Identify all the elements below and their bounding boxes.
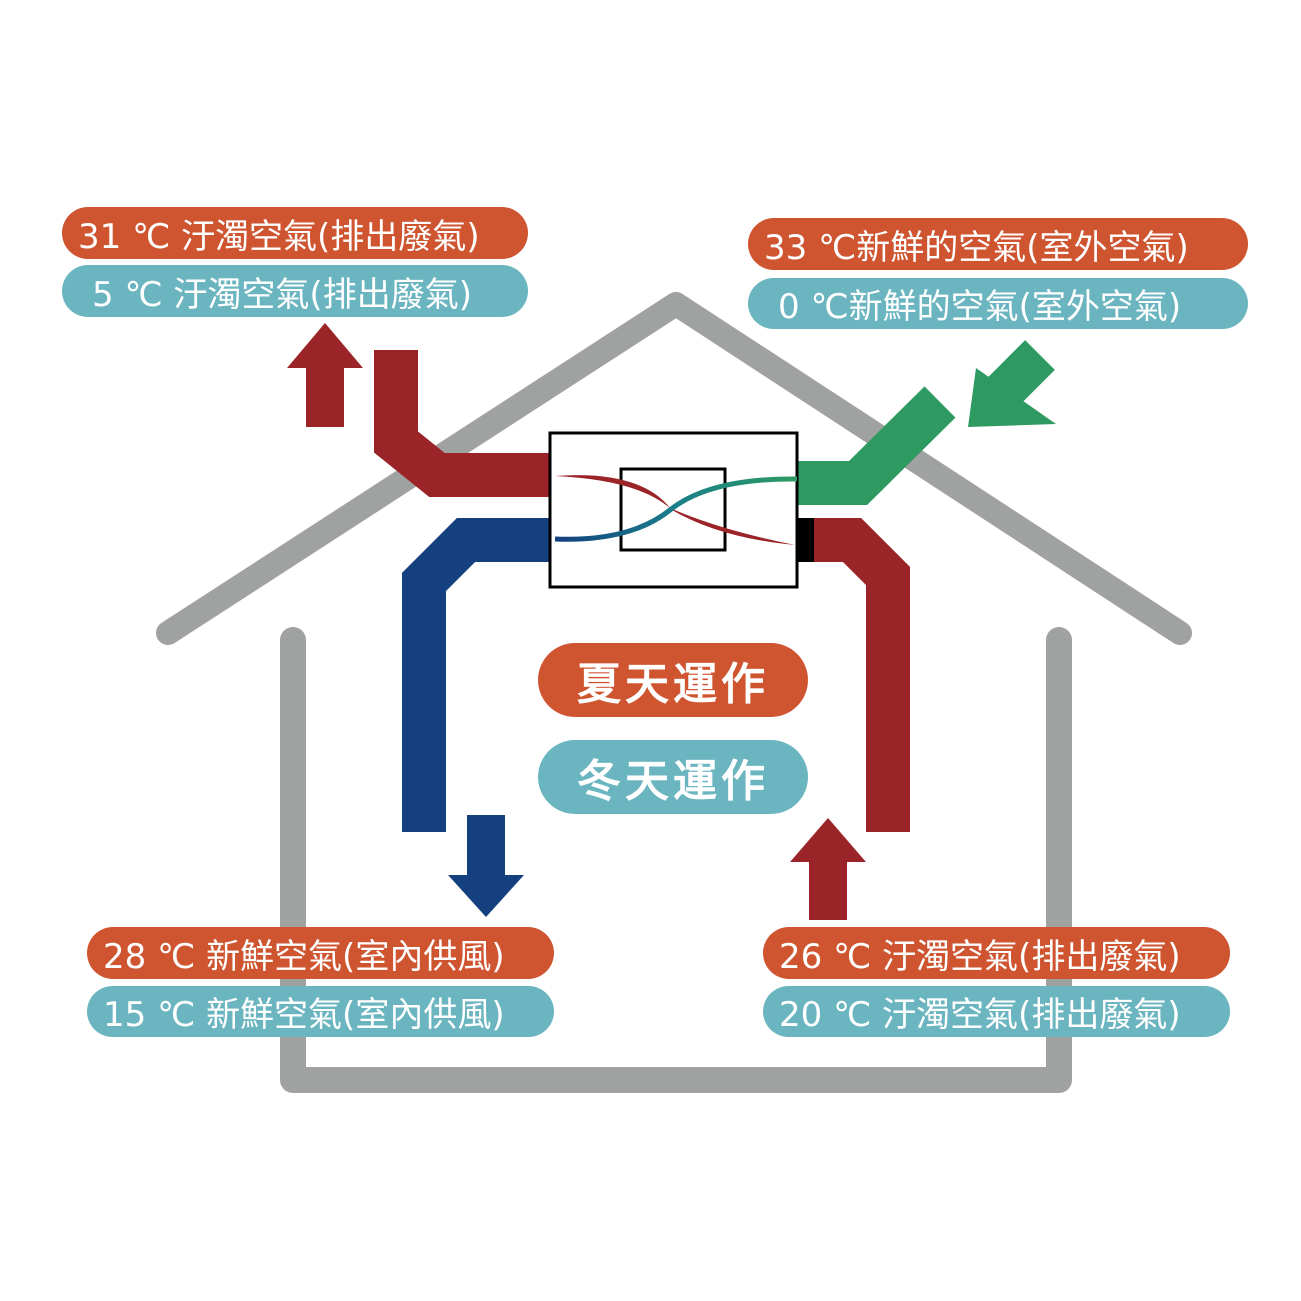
supply-duct xyxy=(402,518,552,832)
fresh-air-arrow xyxy=(968,340,1056,427)
top-left-winter-label: 5 ℃ 汙濁空氣(排出廢氣) xyxy=(62,265,528,317)
return-duct xyxy=(812,518,910,832)
exhaust-arrow-up xyxy=(287,323,363,427)
house-outline xyxy=(156,292,1192,1093)
house-walls xyxy=(280,627,1072,1093)
supply-arrow-down xyxy=(448,815,524,917)
bottom-right-summer-label: 26 ℃ 汙濁空氣(排出廢氣) xyxy=(763,927,1230,979)
heat-exchanger-unit xyxy=(548,431,799,589)
exhaust-duct xyxy=(374,350,552,497)
duct-connector xyxy=(796,518,814,562)
exchanger-core xyxy=(619,467,727,552)
summer-mode-badge: 夏天運作 xyxy=(538,643,808,717)
bottom-right-winter-label: 20 ℃ 汙濁空氣(排出廢氣) xyxy=(763,986,1230,1037)
top-right-winter-label: 0 ℃新鮮的空氣(室外空氣) xyxy=(748,278,1248,329)
house-roof xyxy=(156,292,1192,645)
bottom-left-summer-label: 28 ℃ 新鮮空氣(室內供風) xyxy=(87,927,554,979)
return-arrow-up xyxy=(790,818,866,920)
bottom-left-winter-label: 15 ℃ 新鮮空氣(室內供風) xyxy=(87,986,554,1037)
fresh-air-duct xyxy=(796,386,956,505)
top-right-summer-label: 33 ℃新鮮的空氣(室外空氣) xyxy=(748,218,1248,270)
cool-flow xyxy=(554,476,798,542)
winter-mode-badge: 冬天運作 xyxy=(538,740,808,814)
top-left-summer-label: 31 ℃ 汙濁空氣(排出廢氣) xyxy=(62,207,528,259)
